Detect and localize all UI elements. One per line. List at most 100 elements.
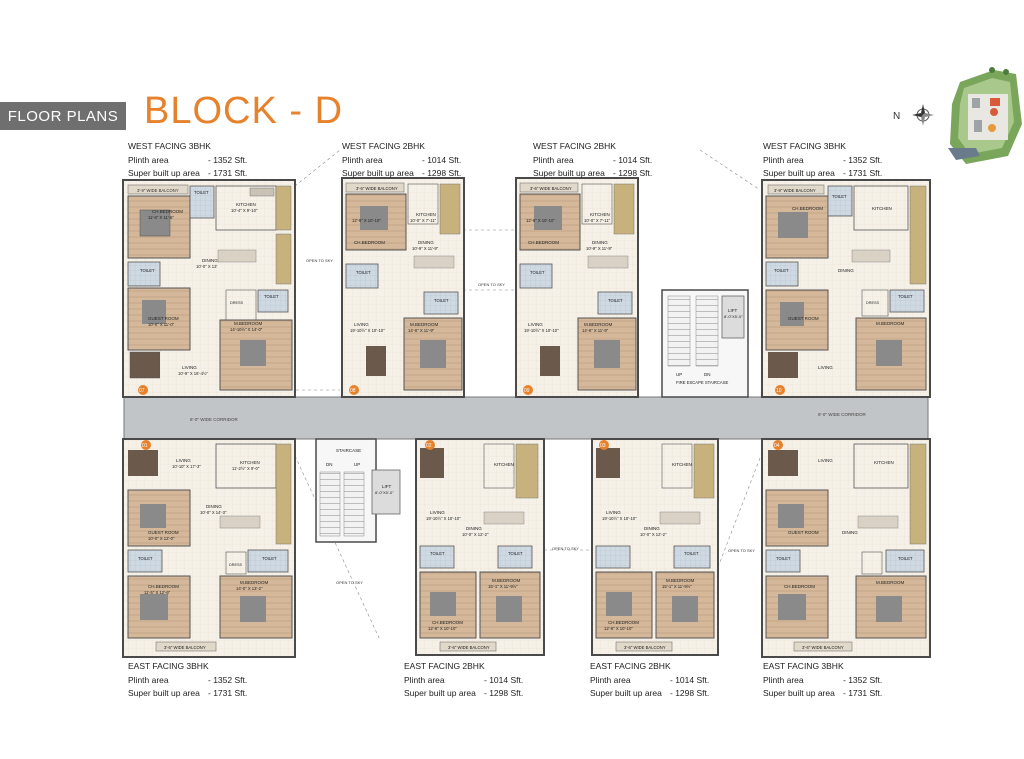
plinth-label: Plinth area — [404, 674, 445, 685]
unit-caption-bottom-right: EAST FACING 3BHK Plinth area- 1352 Sft. … — [763, 660, 882, 701]
unit-title: EAST FACING 2BHK — [590, 661, 671, 671]
svg-text:10'-0" X 11'-0": 10'-0" X 11'-0" — [148, 322, 175, 327]
plinth-label: Plinth area — [590, 674, 631, 685]
unit-title: EAST FACING 3BHK — [128, 661, 209, 671]
unit-bottom-left-3bhk: LIVING 10'-10" X 17'-3" KITCHEN 11'-2½" … — [122, 438, 296, 658]
svg-text:3'-6" WIDE BALCONY: 3'-6" WIDE BALCONY — [802, 645, 844, 650]
plinth-value: - 1352 Sft. — [208, 154, 248, 165]
svg-text:UP: UP — [354, 462, 360, 467]
svg-text:3'-9" WIDE BALCONY: 3'-9" WIDE BALCONY — [137, 188, 179, 193]
svg-text:DN: DN — [704, 372, 711, 377]
open-to-sky-4: OPEN TO SKY — [552, 546, 579, 551]
svg-text:CH.BEDROOM: CH.BEDROOM — [148, 584, 179, 589]
svg-text:02: 02 — [426, 443, 432, 449]
svg-text:DINING: DINING — [418, 240, 434, 245]
unit-bottom-middle-2bhk-2: KITCHEN LIVING 19'-10½" X 10'-10" DINING… — [591, 438, 719, 656]
svg-text:LIVING: LIVING — [430, 510, 445, 515]
svg-text:M.BEDROOM: M.BEDROOM — [876, 580, 905, 585]
svg-text:10'-0" X 13': 10'-0" X 13' — [196, 264, 217, 269]
svg-text:12'-6" X 10'-10": 12'-6" X 10'-10" — [526, 218, 555, 223]
svg-text:12'-6" X 10'-10": 12'-6" X 10'-10" — [428, 626, 457, 631]
svg-text:15'-1" X 11'-9½": 15'-1" X 11'-9½" — [662, 584, 692, 589]
svg-text:GUEST ROOM: GUEST ROOM — [148, 316, 179, 321]
plinth-label: Plinth area — [533, 154, 574, 165]
floor-plans-label: FLOOR PLANS — [7, 107, 119, 125]
svg-text:DINING: DINING — [202, 258, 218, 263]
unit-title: WEST FACING 3BHK — [763, 141, 846, 151]
svg-text:LIVING: LIVING — [818, 365, 833, 370]
svg-text:TOILET: TOILET — [262, 556, 277, 561]
svg-text:KITCHEN: KITCHEN — [494, 462, 514, 467]
svg-text:DINING: DINING — [644, 526, 660, 531]
svg-text:M.BEDROOM: M.BEDROOM — [666, 578, 695, 583]
svg-text:10'-0" X 14'-3": 10'-0" X 14'-3" — [200, 510, 227, 515]
svg-text:08: 08 — [350, 388, 356, 394]
super-value: - 1298 Sft. — [670, 688, 710, 698]
svg-text:UP: UP — [676, 372, 682, 377]
svg-text:12'-6" X 10'-10": 12'-6" X 10'-10" — [604, 626, 633, 631]
plinth-label: Plinth area — [128, 674, 169, 685]
svg-text:DINING: DINING — [592, 240, 608, 245]
svg-text:10'-10" X 17'-3": 10'-10" X 17'-3" — [172, 464, 201, 469]
svg-text:12'-6" X 10'-10": 12'-6" X 10'-10" — [352, 218, 381, 223]
plinth-label: Plinth area — [763, 674, 804, 685]
plinth-value: - 1352 Sft. — [843, 674, 883, 685]
super-label: Super built up area — [342, 168, 414, 178]
svg-text:10'-0" X 7'-11": 10'-0" X 7'-11" — [584, 218, 611, 223]
svg-text:LIFT: LIFT — [382, 484, 392, 489]
svg-text:11'-5" X 12'-6": 11'-5" X 12'-6" — [144, 590, 171, 595]
svg-text:TOILET: TOILET — [774, 268, 789, 273]
unit-title: WEST FACING 3BHK — [128, 141, 211, 151]
corridor-label-left: 8'-0" WIDE CORRIDOR — [190, 417, 238, 422]
svg-text:LIVING: LIVING — [182, 365, 197, 370]
plinth-label: Plinth area — [128, 154, 169, 165]
plinth-label: Plinth area — [342, 154, 383, 165]
svg-text:GUEST ROOM: GUEST ROOM — [788, 316, 819, 321]
svg-text:3'-9" WIDE BALCONY: 3'-9" WIDE BALCONY — [774, 188, 816, 193]
super-value: - 1731 Sft. — [843, 168, 883, 178]
corridor — [124, 397, 928, 439]
svg-text:LIFT: LIFT — [728, 308, 738, 313]
svg-text:19'-10½" X 10'-10": 19'-10½" X 10'-10" — [524, 328, 559, 333]
plinth-value: - 1352 Sft. — [208, 674, 248, 685]
svg-text:KITCHEN: KITCHEN — [872, 206, 892, 211]
svg-text:14'-10½" X 14'-0": 14'-10½" X 14'-0" — [230, 327, 263, 332]
unit-caption-top-right: WEST FACING 3BHK Plinth area- 1352 Sft. … — [763, 140, 882, 181]
main-staircase: STAIRCASE DN UP LIFT 8'-0"X5'-0" — [315, 438, 401, 543]
super-label: Super built up area — [128, 168, 200, 178]
svg-text:STAIRCASE: STAIRCASE — [336, 448, 361, 453]
svg-text:KITCHEN: KITCHEN — [240, 460, 260, 465]
svg-text:10'-9" X 11'-9": 10'-9" X 11'-9" — [586, 246, 613, 251]
unit-bottom-right-3bhk: LIVING KITCHEN GUEST ROOM DINING TOILET … — [761, 438, 931, 658]
svg-text:CH.BEDROOM: CH.BEDROOM — [354, 240, 385, 245]
unit-caption-bottom-middle-1: EAST FACING 2BHK Plinth area- 1014 Sft. … — [404, 660, 523, 701]
svg-text:3'-6" WIDE BALCONY: 3'-6" WIDE BALCONY — [448, 645, 490, 650]
svg-text:3'-6" WIDE BALCONY: 3'-6" WIDE BALCONY — [624, 645, 666, 650]
svg-text:10: 10 — [776, 388, 782, 394]
svg-text:TOILET: TOILET — [140, 268, 155, 273]
unit-top-middle-2bhk-1: 3'-6" WIDE BALCONY CH.BEDROOM 12'-6" X 1… — [341, 177, 465, 398]
fire-escape-staircase: LIFT 8'-0"X5'-0" UP DN FIRE ESCAPE STAIR… — [661, 289, 749, 398]
svg-text:LIVING: LIVING — [354, 322, 369, 327]
svg-text:TOILET: TOILET — [434, 298, 449, 303]
unit-title: WEST FACING 2BHK — [342, 141, 425, 151]
super-value: - 1298 Sft. — [613, 168, 653, 178]
svg-text:TOILET: TOILET — [508, 551, 523, 556]
super-label: Super built up area — [128, 688, 200, 698]
open-to-sky-1: OPEN TO SKY — [306, 258, 333, 263]
north-label: N — [893, 111, 900, 122]
page-title: BLOCK - D — [144, 90, 344, 132]
svg-text:DN: DN — [326, 462, 333, 467]
svg-text:TOILET: TOILET — [138, 556, 153, 561]
unit-top-right-3bhk: 3'-9" WIDE BALCONY CH.BEDROOM TOILET KIT… — [761, 179, 931, 398]
svg-text:FIRE ESCAPE STAIRCASE: FIRE ESCAPE STAIRCASE — [676, 380, 728, 385]
svg-text:TOILET: TOILET — [608, 298, 623, 303]
svg-text:TOILET: TOILET — [530, 270, 545, 275]
north-compass-icon: N — [893, 104, 934, 126]
unit-caption-top-left: WEST FACING 3BHK Plinth area- 1352 Sft. … — [128, 140, 247, 181]
svg-text:TOILET: TOILET — [684, 551, 699, 556]
super-value: - 1731 Sft. — [208, 168, 248, 178]
svg-text:TOILET: TOILET — [264, 294, 279, 299]
svg-text:TOILET: TOILET — [430, 551, 445, 556]
